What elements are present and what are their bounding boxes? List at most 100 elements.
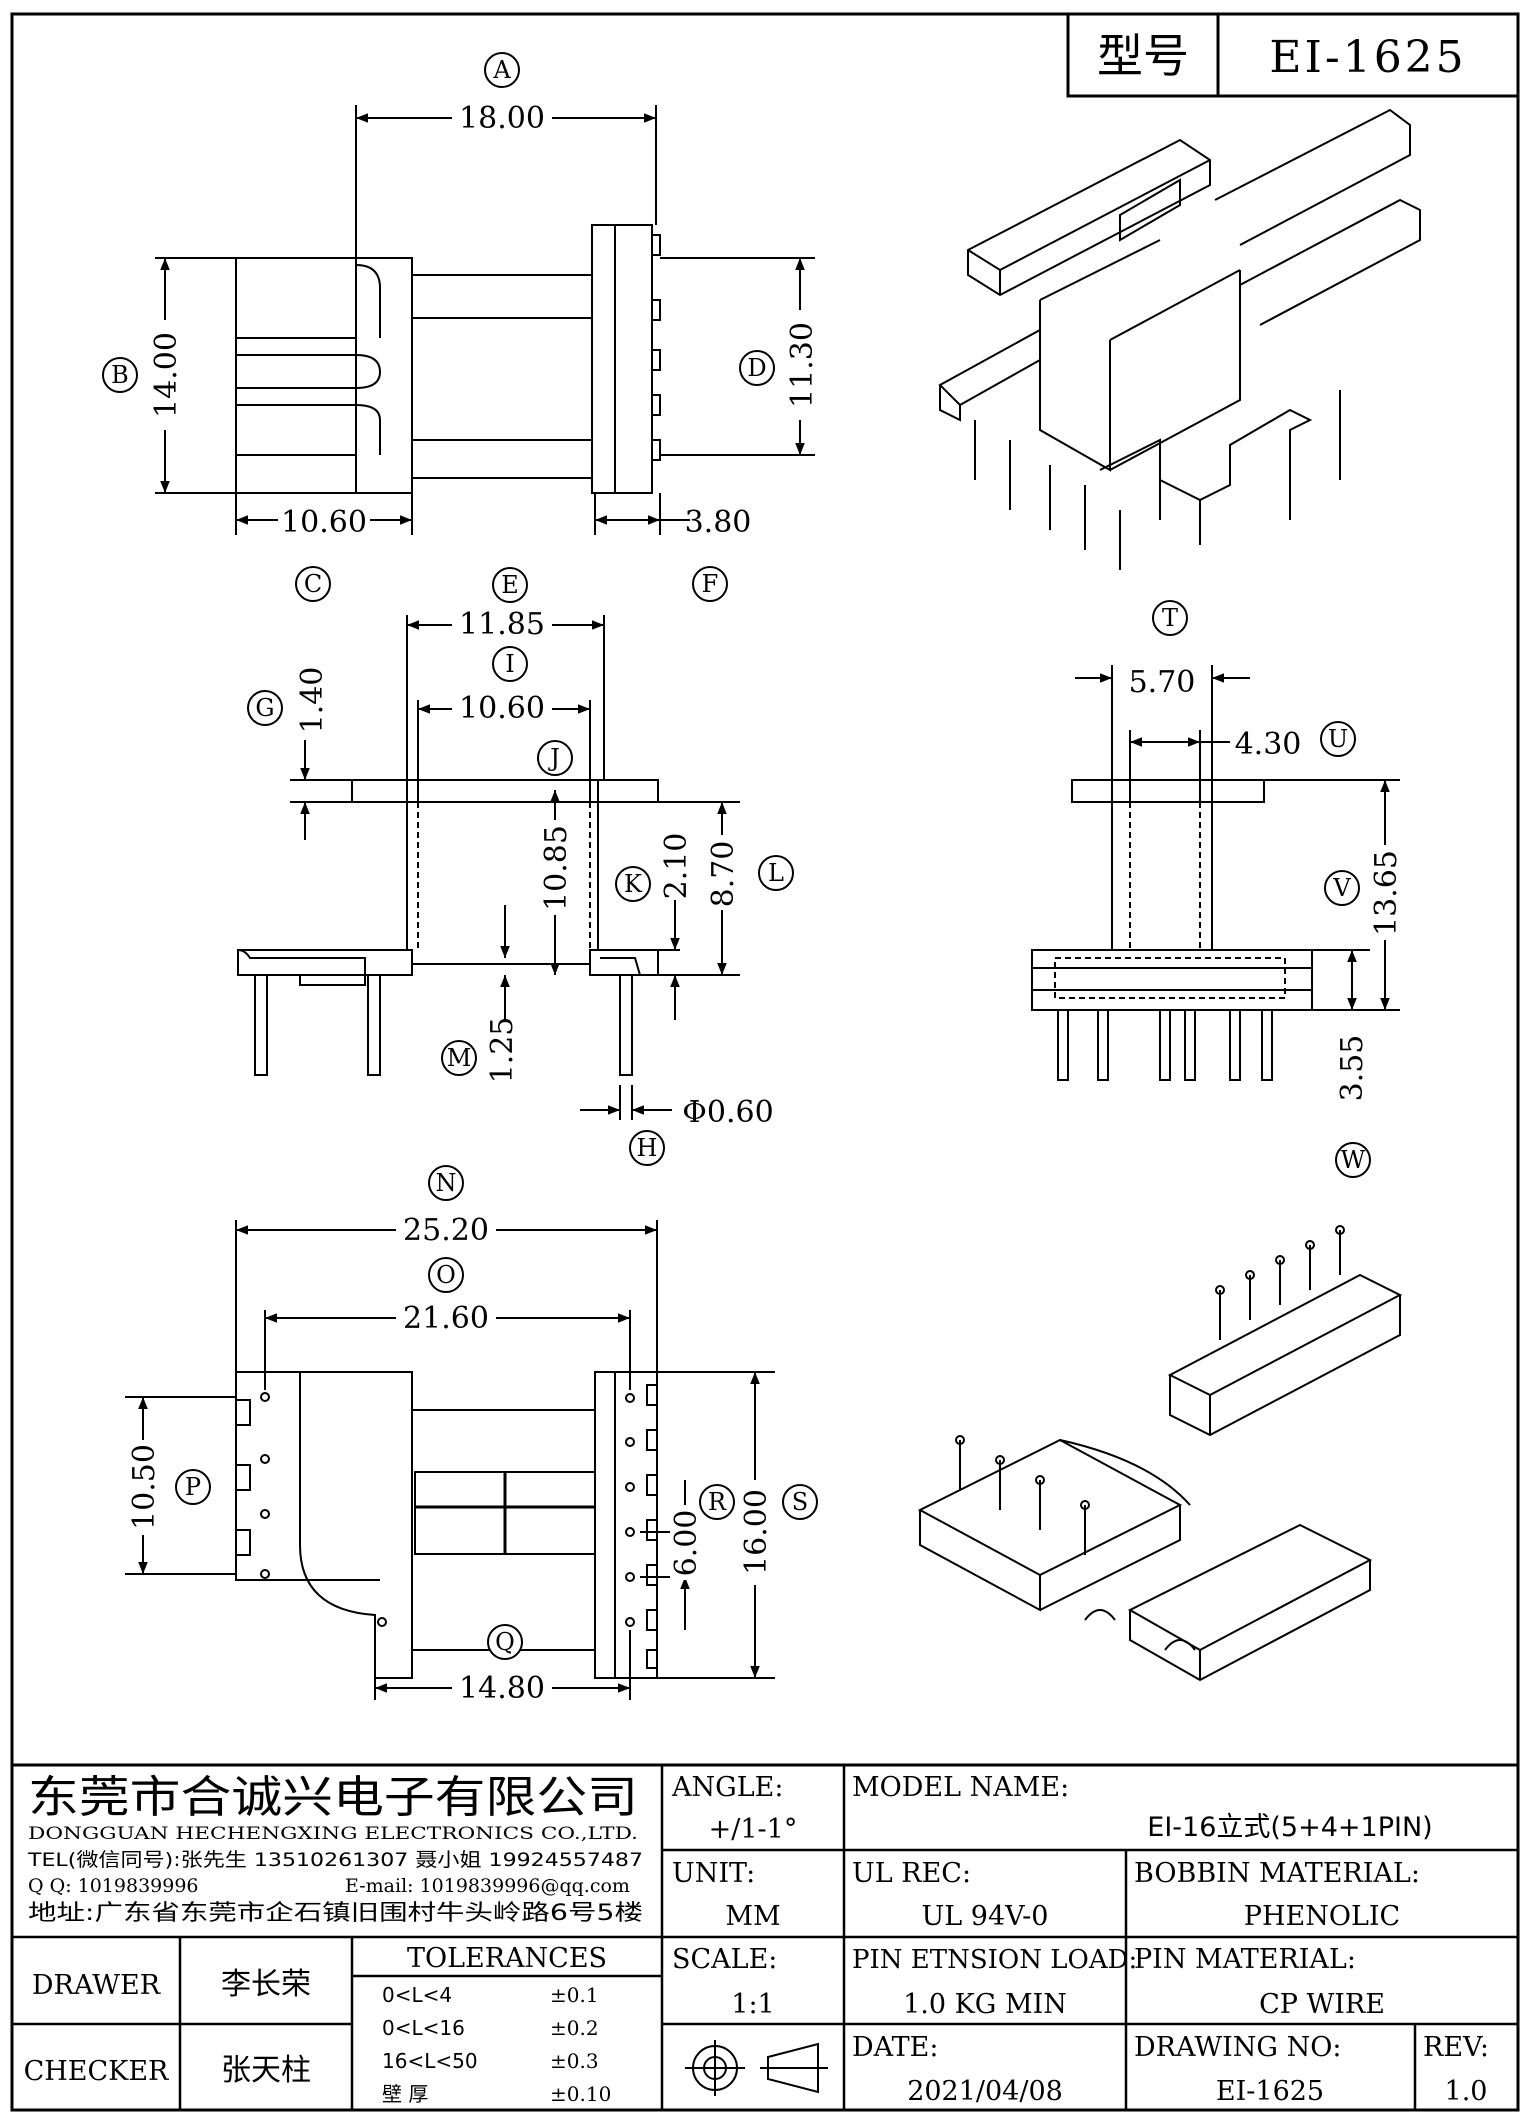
- dim-f: 3.80: [685, 505, 752, 540]
- dim-l: 8.70: [706, 841, 741, 908]
- scale-value: 1:1: [731, 1989, 774, 2020]
- angle-label: ANGLE:: [671, 1772, 783, 1803]
- callout-letter-n: N: [436, 1169, 457, 1197]
- callout-circle-k: [615, 866, 651, 902]
- callout-letter-e: E: [501, 571, 519, 599]
- model-name-value: EI-16立式(5+4+1PIN): [1147, 1812, 1432, 1843]
- callout-letter-k: K: [624, 870, 643, 898]
- callout-letter-i: I: [505, 650, 514, 678]
- pin-load-label: PIN ETNSION LOAD:: [852, 1945, 1137, 1975]
- callout-letter-m: M: [447, 1044, 472, 1072]
- dim-m: 1.25: [485, 1017, 520, 1084]
- tolerance-range: 壁 厚: [382, 2082, 428, 2106]
- callout-letter-v: V: [1332, 874, 1351, 902]
- company-info: 东莞市合诚兴电子有限公司 DONGGUAN HECHENGXING ELECTR…: [27, 1772, 643, 1926]
- callout-circle-b: [102, 357, 138, 393]
- projection-symbol: [685, 2040, 828, 2096]
- tolerance-range: 0<L<16: [382, 2016, 465, 2040]
- dim-p: 10.50: [127, 1444, 162, 1530]
- drawing-no-value: EI-1625: [1216, 2076, 1324, 2107]
- callout-letter-j: J: [547, 744, 560, 772]
- date-label: DATE:: [852, 2032, 938, 2063]
- tolerance-range: 0<L<4: [382, 1983, 452, 2007]
- callout-letter-a: A: [492, 56, 511, 84]
- callout-circle-c: [295, 566, 331, 602]
- unit-label: UNIT:: [672, 1858, 755, 1889]
- callout-letter-g: G: [255, 694, 274, 722]
- callout-letter-u: U: [1328, 725, 1348, 753]
- company-email: E-mail: 1019839996@qq.com: [345, 1875, 630, 1897]
- drawer-label: DRAWER: [32, 1970, 161, 2001]
- dim-k: 2.10: [659, 833, 694, 900]
- dim-n: 25.20: [403, 1213, 489, 1248]
- callout-circle-s: [782, 1484, 818, 1520]
- callout-letter-f: F: [702, 570, 719, 598]
- checker-value: 张天柱: [221, 2053, 311, 2088]
- callout-circle-n: [428, 1165, 464, 1201]
- dim-q: 14.80: [459, 1671, 545, 1706]
- dim-c: 10.60: [281, 505, 367, 540]
- bobbin-material-value: PHENOLIC: [1244, 1901, 1400, 1932]
- side-view: [1031, 779, 1313, 1081]
- company-name-cn: 东莞市合诚兴电子有限公司: [28, 1772, 638, 1823]
- tolerances-label: TOLERANCES: [407, 1943, 607, 1974]
- callout-letter-t: T: [1162, 604, 1178, 632]
- title-block-grid: [12, 1763, 1518, 2110]
- drawing-no-label: DRAWING NO:: [1134, 2032, 1341, 2063]
- callout-letter-l: L: [768, 859, 784, 887]
- drawer-value: 李长荣: [221, 1967, 311, 2002]
- scale-label: SCALE:: [672, 1944, 777, 1975]
- bottom-view: [235, 1371, 658, 1679]
- ul-label: UL REC:: [852, 1858, 971, 1889]
- front-view-dim-text: 11.85 10.60 1.40 10.85 2.10 8.70 1.25 Φ0…: [295, 607, 774, 1130]
- callout-letter-d: D: [747, 354, 766, 382]
- top-view-dim-text: 18.00 14.00 11.30 10.60 3.80: [149, 100, 820, 540]
- callout-letter-w: W: [1341, 1146, 1366, 1174]
- callout-letter-r: R: [708, 1488, 727, 1516]
- dim-a: 18.00: [459, 101, 545, 136]
- front-view: [237, 779, 659, 1076]
- dim-g: 1.40: [295, 667, 330, 734]
- bottom-view-dim-text: 25.20 21.60 10.50 14.80 16.00 6.00: [127, 1212, 774, 1706]
- bobbin-material-label: BOBBIN MATERIAL:: [1134, 1858, 1420, 1889]
- top-view: [235, 224, 661, 494]
- drawing-frame: [10, 12, 1520, 2112]
- date-value: 2021/04/08: [907, 2076, 1063, 2107]
- callout-circle-o: [428, 1257, 464, 1293]
- callout-circle-g: [247, 690, 283, 726]
- dim-u: 4.30: [1235, 727, 1302, 762]
- dim-e: 11.85: [459, 607, 545, 642]
- callout-circle-m: [441, 1040, 477, 1076]
- tolerance-value: ±0.10: [550, 2082, 611, 2106]
- model-header: EI-1625: [1269, 32, 1466, 83]
- side-view-dim-text: 5.70 4.30 13.65 3.55: [1129, 665, 1404, 1101]
- callout-circle-h: [629, 1130, 665, 1166]
- callout-circle-f: [692, 566, 728, 602]
- callout-circle-a: [484, 52, 520, 88]
- dim-o: 21.60: [403, 1301, 489, 1336]
- unit-value: MM: [725, 1901, 780, 1932]
- dim-j: 10.85: [539, 825, 574, 911]
- callout-letter-h: H: [637, 1134, 658, 1162]
- company-qq: Q Q: 1019839996: [28, 1875, 199, 1897]
- dim-b: 14.00: [149, 332, 184, 418]
- dim-w: 3.55: [1335, 1035, 1370, 1102]
- rev-label: REV:: [1423, 2032, 1489, 2063]
- dim-v: 13.65: [1369, 850, 1404, 936]
- rev-value: 1.0: [1445, 2076, 1488, 2107]
- callout-letter-p: P: [185, 1473, 201, 1501]
- dim-t: 5.70: [1129, 665, 1196, 700]
- callout-circle-r: [699, 1484, 735, 1520]
- type-label: 型号: [1097, 29, 1189, 83]
- tolerance-range: 16<L<50: [382, 2049, 478, 2073]
- callout-circle-u: [1320, 721, 1356, 757]
- callout-circle-j: [537, 740, 573, 776]
- callout-letter-q: Q: [495, 1628, 515, 1656]
- dim-d: 11.30: [785, 322, 820, 408]
- callout-letter-b: B: [111, 361, 129, 389]
- top-view-dimensions: [155, 105, 815, 535]
- callout-circle-d: [739, 350, 775, 386]
- pin-material-value: CP WIRE: [1259, 1989, 1385, 2020]
